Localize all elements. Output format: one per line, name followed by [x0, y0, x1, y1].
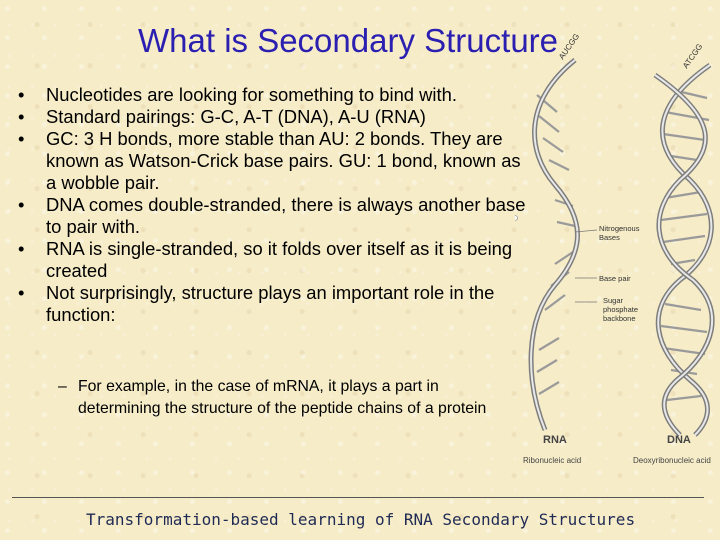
- bullet-marker: •: [18, 84, 25, 105]
- rna-backbone-highlight: [530, 59, 579, 431]
- sub-bullet-item: –For example, in the case of mRNA, it pl…: [58, 376, 503, 420]
- dna-strand-2-highlight: [654, 74, 714, 436]
- helix-illustration: [512, 58, 715, 437]
- rna-dna-figure: AUCGG ATCGG Nitrogenous Bases Base pair …: [512, 20, 720, 475]
- bullet-item: • Nucleotides are looking for something t…: [18, 84, 528, 106]
- dna-title: DNA: [667, 434, 691, 446]
- bullet-item: • DNA comes double-stranded, there is alw…: [18, 194, 528, 238]
- sub-bullet-text: For example, in the case of mRNA, it pla…: [78, 378, 487, 417]
- bullet-text: DNA comes double-stranded, there is alwa…: [46, 194, 526, 237]
- bullet-marker: •: [18, 238, 25, 259]
- rna-bases: [536, 94, 576, 395]
- bullet-item: • Not surprisingly, structure plays an im…: [18, 282, 528, 326]
- bullet-marker: •: [18, 194, 25, 215]
- footer-divider: [12, 497, 704, 498]
- rna-backbone: [528, 58, 580, 431]
- bullet-text: Not surprisingly, structure plays an imp…: [46, 282, 495, 325]
- bullet-list: • Nucleotides are looking for something t…: [18, 84, 528, 326]
- dna-strand-1-highlight: [657, 64, 713, 436]
- rna-title: RNA: [543, 434, 567, 446]
- bullet-text: Nucleotides are looking for something to…: [46, 84, 457, 105]
- stray-dot: [512, 215, 518, 221]
- slide-title: What is Secondary Structure: [138, 22, 559, 59]
- bullet-marker: •: [18, 106, 25, 127]
- label-pointers: [574, 229, 598, 303]
- bullet-text: RNA is single-stranded, so it folds over…: [46, 238, 513, 281]
- bullet-item: • Standard pairings: G-C, A-T (DNA), A-U …: [18, 106, 528, 128]
- bullet-item: • GC: 3 H bonds, more stable than AU: 2 b…: [18, 128, 528, 194]
- bullet-marker: •: [18, 128, 25, 149]
- sub-bullet-marker: –: [58, 378, 67, 395]
- bullet-marker: •: [18, 282, 25, 303]
- nitrogenous-bases-label: Nitrogenous Bases: [599, 224, 640, 242]
- base-pair-label: Base pair: [599, 274, 631, 283]
- bullet-item: • RNA is single-stranded, so it folds ove…: [18, 238, 528, 282]
- backbone-label: Sugar phosphate backbone: [603, 296, 639, 323]
- bullet-text: Standard pairings: G-C, A-T (DNA), A-U (…: [46, 106, 426, 127]
- sub-bullet-list: –For example, in the case of mRNA, it pl…: [58, 376, 503, 420]
- slide-footer: Transformation-based learning of RNA Sec…: [86, 510, 636, 529]
- rna-subtitle: Ribonucleic acid: [523, 456, 582, 465]
- dna-subtitle: Deoxyribonucleic acid: [633, 456, 711, 465]
- bullet-text: GC: 3 H bonds, more stable than AU: 2 bo…: [46, 128, 521, 193]
